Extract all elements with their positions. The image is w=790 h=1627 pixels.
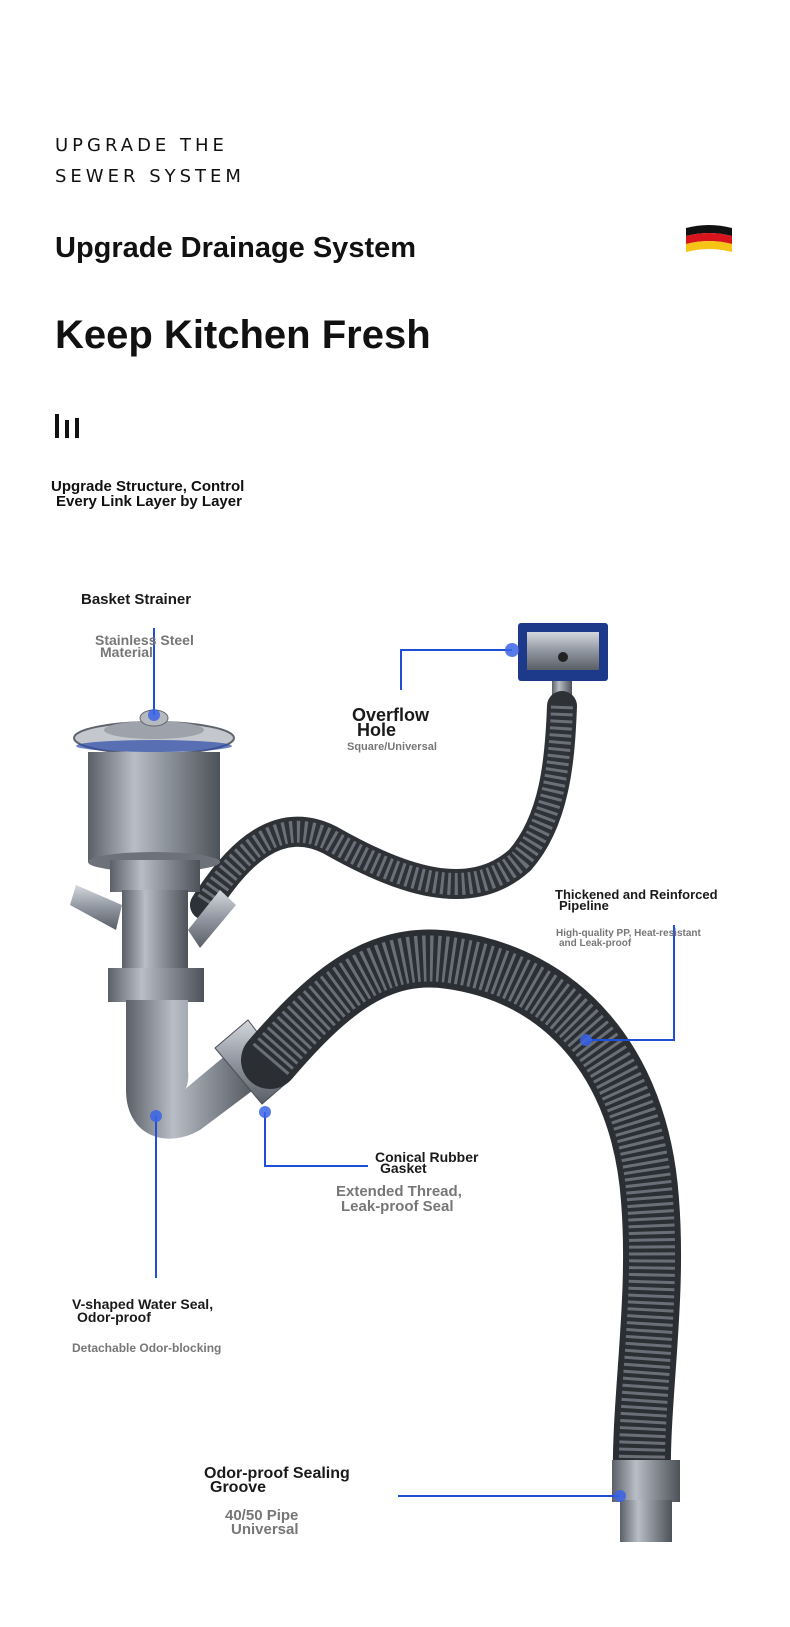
groove-note-line2: Universal — [231, 1521, 299, 1538]
leader-lines — [153, 628, 675, 1497]
overflow-box — [518, 623, 608, 707]
gasket-note: Extended Thread, Leak-proof Seal — [336, 1184, 462, 1214]
pipeline-title-line1: Thickened and Reinforced — [555, 887, 718, 902]
eyebrow-line1: UPGRADE THE — [55, 135, 228, 156]
headline-primary: Upgrade Drainage System — [55, 232, 417, 264]
groove-title: Odor-proof Sealing Groove — [204, 1465, 350, 1496]
subtitle-line2: Every Link Layer by Layer — [56, 493, 242, 510]
water-seal-note: Detachable Odor-blocking — [72, 1341, 222, 1355]
pipeline-title: Thickened and Reinforced Pipeline — [555, 887, 718, 913]
overflow-hole-title: Overflow Hole — [352, 705, 430, 740]
gasket-title-line2: Gasket — [380, 1160, 427, 1176]
overflow-title-line1: Overflow — [352, 705, 430, 725]
water-seal-title: V-shaped Water Seal, Odor-proof — [72, 1296, 214, 1325]
vertical-pipe — [122, 890, 188, 970]
pipeline-note-line1: High-quality PP, Heat-resistant — [556, 928, 701, 939]
basket-note-line1: Stainless Steel — [95, 632, 194, 648]
gasket-title: Conical Rubber Gasket — [375, 1149, 479, 1176]
basket-strainer-title: Basket Strainer — [81, 591, 192, 608]
side-inlet — [70, 885, 122, 930]
groove-note: 40/50 Pipe Universal — [225, 1507, 299, 1538]
gasket-title-line1: Conical Rubber — [375, 1149, 479, 1165]
germany-flag-icon — [686, 225, 732, 252]
pipeline-note: High-quality PP, Heat-resistant and Leak… — [556, 929, 701, 949]
coupling-upper — [110, 860, 200, 892]
subtitle-line1: Upgrade Structure, Control — [51, 478, 245, 495]
leader-dots — [148, 643, 626, 1502]
basket-strainer — [73, 709, 235, 872]
water-seal-title-line1: V-shaped Water Seal, — [72, 1296, 214, 1312]
groove-title-line2: Groove — [210, 1479, 267, 1496]
overflow-inlet — [188, 890, 236, 948]
groove-note-line1: 40/50 Pipe — [225, 1507, 299, 1524]
overflow-hose — [190, 691, 577, 920]
gasket-note-line1: Extended Thread, — [336, 1183, 462, 1200]
water-seal-title-line2: Odor-proof — [77, 1309, 151, 1325]
coupling-lower — [108, 968, 204, 1002]
basket-strainer-note: Stainless Steel Material — [95, 632, 194, 660]
overflow-title-line2: Hole — [357, 720, 397, 740]
gasket-note-line2: Leak-proof Seal — [341, 1198, 454, 1215]
p-trap — [126, 1000, 260, 1139]
eyebrow-line2: SEWER SYSTEM — [55, 166, 245, 187]
headline-secondary: Keep Kitchen Fresh — [55, 313, 431, 357]
pipeline-title-line2: Pipeline — [559, 898, 609, 913]
three-bars-icon — [55, 414, 79, 438]
subtitle: Upgrade Structure, Control Every Link La… — [51, 479, 244, 509]
groove-title-line1: Odor-proof Sealing — [204, 1465, 350, 1482]
basket-note-line2: Material — [100, 644, 153, 660]
main-hose — [241, 929, 682, 1509]
pipeline-note-line2: and Leak-proof — [559, 938, 632, 949]
overflow-hole-note: Square/Universal — [347, 741, 437, 753]
